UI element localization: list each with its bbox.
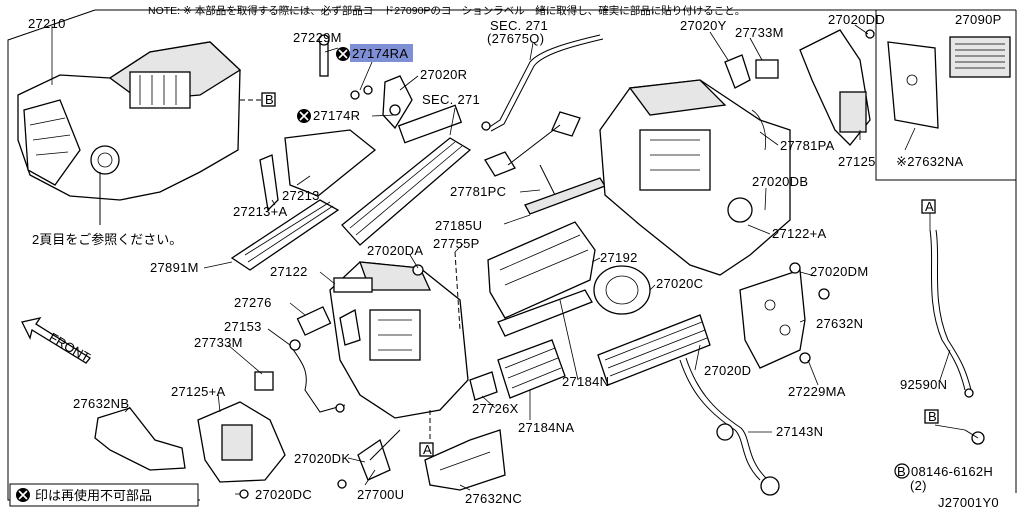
- label-sec271-mid: SEC. 271: [422, 92, 480, 107]
- svg-text:FRONT: FRONT: [47, 330, 93, 365]
- label-92590N: 92590N: [900, 377, 947, 392]
- blower-motor: [487, 221, 651, 337]
- label-27184N: 27184N: [562, 374, 609, 389]
- ref-box-A-right: A: [921, 199, 936, 214]
- heater-unit-assembly: [17, 41, 262, 225]
- label-27781PC: 27781PC: [450, 184, 506, 199]
- label-27781PA: 27781PA: [780, 138, 835, 153]
- legend-text: 印は再使用不可部品: [35, 488, 152, 503]
- label-27229M: 27229M: [293, 30, 342, 45]
- non-reusable-mark-icon: [336, 47, 350, 61]
- label-27229MA: 27229MA: [788, 384, 846, 399]
- ref-box-B-right: B: [924, 409, 939, 424]
- label-27675Q: (27675Q): [487, 31, 544, 46]
- label-27020C: 27020C: [656, 276, 703, 291]
- motor-27700U: [337, 429, 401, 489]
- highlight-27174RA: [350, 44, 413, 62]
- label-27020DB: 27020DB: [752, 174, 808, 189]
- bracket-27632NC: [424, 429, 506, 491]
- label-08146-qty: (2): [910, 478, 927, 493]
- caution-label-part: [949, 36, 1011, 78]
- label-27174R: 27174R: [313, 108, 360, 123]
- actuator-27125: [724, 29, 939, 151]
- lower-housing-27122: [329, 251, 469, 442]
- label-27020Y: 27020Y: [680, 18, 727, 33]
- drain-hose-92590N: [929, 229, 985, 445]
- label-27125A: 27125+A: [171, 384, 226, 399]
- label-27632N: 27632N: [816, 316, 863, 331]
- bolt-08146: B 08146-6162H (2): [894, 463, 993, 493]
- label-27153: 27153: [224, 319, 262, 334]
- small-components-left: [254, 306, 346, 413]
- aspirator-hose: [481, 34, 604, 132]
- label-27143N: 27143N: [776, 424, 823, 439]
- bracket-27632N: [739, 262, 830, 369]
- caution-note: NOTE: ※ 本部品を取得する際には、必ず部品コード27090Pのコーションラ…: [148, 4, 745, 17]
- label-27020R: 27020R: [420, 67, 467, 82]
- label-refpage-note: 2頁目をご参照ください。: [32, 232, 182, 247]
- label-27192: 27192: [600, 250, 638, 265]
- actuator-27125A: [197, 401, 286, 499]
- label-sec271-top: SEC. 271: [490, 18, 548, 33]
- label-27185U: 27185U: [435, 218, 482, 233]
- label-27891M: 27891M: [150, 260, 199, 275]
- label-27276: 27276: [234, 295, 272, 310]
- label-27733M-top: 27733M: [735, 25, 784, 40]
- label-27632NA: ※27632NA: [896, 154, 964, 169]
- svg-text:A: A: [925, 199, 934, 214]
- label-27174RA: 27174RA: [352, 46, 408, 61]
- door-27184NA: [469, 339, 566, 401]
- ref-box-B-top: B: [261, 92, 276, 107]
- label-27020DM: 27020DM: [810, 264, 868, 279]
- label-27213: 27213: [282, 188, 320, 203]
- label-27020D: 27020D: [704, 363, 751, 378]
- svg-text:NOTE: ※ 本部品を取得する際には、必ず部品コード270: NOTE: ※ 本部品を取得する際には、必ず部品コード27090Pのコーションラ…: [148, 4, 745, 17]
- legend: 印は再使用不可部品: [9, 483, 199, 507]
- label-27122: 27122: [270, 264, 308, 279]
- label-27020DA: 27020DA: [367, 243, 423, 258]
- non-reusable-mark-icon: [297, 109, 311, 123]
- svg-text:B: B: [265, 92, 274, 107]
- label-27090P: 27090P: [955, 12, 1002, 27]
- label-27020DC: 27020DC: [255, 487, 312, 502]
- svg-text:A: A: [423, 442, 432, 457]
- part-labels: 27210 27229M 27174RA 27020R 27174R SEC. …: [28, 12, 1002, 506]
- label-27733M: 27733M: [194, 335, 243, 350]
- label-27213A: 27213+A: [233, 204, 288, 219]
- air-filter-27891M: [230, 199, 340, 271]
- label-27726X: 27726X: [472, 401, 519, 416]
- bracket-27632NB: [94, 407, 186, 471]
- label-27632NB: 27632NB: [73, 396, 129, 411]
- label-27632NC: 27632NC: [465, 491, 522, 506]
- evaporator-core: [341, 104, 472, 246]
- label-27184NA: 27184NA: [518, 420, 574, 435]
- leader-lines: [51, 24, 966, 495]
- svg-text:B: B: [928, 409, 937, 424]
- label-27700U: 27700U: [357, 487, 404, 502]
- door-link-parts: [484, 111, 606, 215]
- svg-text:B: B: [897, 464, 906, 479]
- ref-box-A-bottom: A: [419, 442, 434, 457]
- label-08146: 08146-6162H: [911, 464, 993, 479]
- front-arrow: FRONT: [21, 317, 93, 365]
- label-27125: 27125: [838, 154, 876, 169]
- label-27755P: 27755P: [433, 236, 480, 251]
- bracket-27213: [259, 129, 377, 212]
- heater-core: [597, 314, 780, 496]
- label-27020DD: 27020DD: [828, 12, 885, 27]
- label-27020DK: 27020DK: [294, 451, 350, 466]
- label-27210: 27210: [28, 16, 66, 31]
- diagram-id: J27001Y0: [938, 495, 999, 510]
- label-27122A: 27122+A: [772, 226, 827, 241]
- main-housing-27185U: [599, 79, 791, 276]
